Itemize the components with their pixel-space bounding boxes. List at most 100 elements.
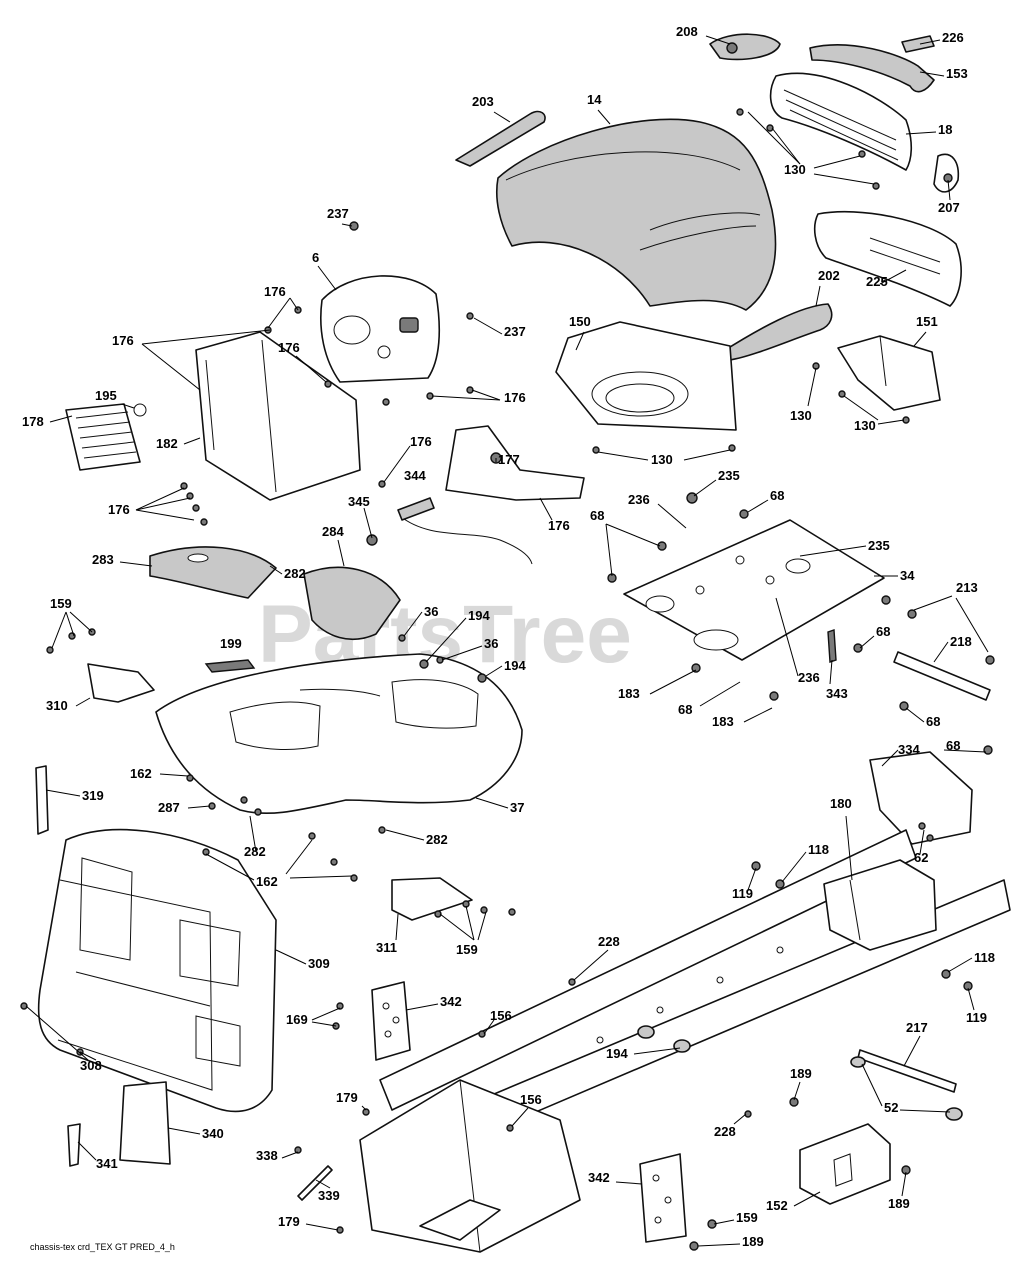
diagram-footer: chassis-tex crd_TEX GT PRED_4_h xyxy=(30,1242,175,1252)
callout-6: 6 xyxy=(312,250,319,265)
callout-118: 118 xyxy=(974,950,995,965)
callout-176: 176 xyxy=(504,390,526,405)
callout-130: 130 xyxy=(784,162,806,177)
callout-183: 183 xyxy=(618,686,640,701)
callout-194: 194 xyxy=(468,608,490,623)
callout-213: 213 xyxy=(956,580,978,595)
callout-218: 218 xyxy=(950,634,972,649)
callout-341: 341 xyxy=(96,1156,118,1171)
callout-153: 153 xyxy=(946,66,968,81)
callout-68: 68 xyxy=(590,508,604,523)
deck-plate-34-part xyxy=(623,519,885,661)
callout-119: 119 xyxy=(732,886,753,901)
callout-207: 207 xyxy=(938,200,960,215)
callout-52: 52 xyxy=(884,1100,898,1115)
bar-218-part xyxy=(893,651,991,701)
callout-130: 130 xyxy=(854,418,876,433)
cable-344-part xyxy=(399,515,533,565)
shroud-150-part xyxy=(555,321,737,431)
callout-130: 130 xyxy=(790,408,812,423)
trim-153-part xyxy=(809,44,935,93)
callout-62: 62 xyxy=(914,850,928,865)
callout-189: 189 xyxy=(742,1234,764,1249)
callout-217: 217 xyxy=(906,1020,928,1035)
bracket-311-part xyxy=(391,877,473,921)
grille-frame-309-part xyxy=(37,828,277,1113)
bracket-151-part xyxy=(837,335,941,411)
callout-334: 334 xyxy=(898,742,920,757)
grille-18-part xyxy=(769,72,913,171)
bracket-310-part xyxy=(87,663,155,703)
callout-177: 177 xyxy=(498,452,520,467)
seat-pan-284-part xyxy=(303,566,401,641)
callout-159: 159 xyxy=(456,942,478,957)
plate-342b-part xyxy=(639,1153,687,1243)
callout-36: 36 xyxy=(484,636,498,651)
callout-176: 176 xyxy=(548,518,570,533)
callout-68: 68 xyxy=(770,488,784,503)
dash-front-182-part xyxy=(195,331,361,501)
callout-228: 228 xyxy=(714,1124,736,1139)
callout-287: 287 xyxy=(158,800,180,815)
callout-183: 183 xyxy=(712,714,734,729)
callout-319: 319 xyxy=(82,788,104,803)
callout-237: 237 xyxy=(327,206,349,221)
leader-lines xyxy=(25,35,989,1247)
rod-217-part xyxy=(850,1049,963,1121)
callout-226: 226 xyxy=(942,30,964,45)
callout-68: 68 xyxy=(926,714,940,729)
headlight-lens-208-part xyxy=(709,33,781,61)
callout-179: 179 xyxy=(336,1090,358,1105)
callout-119: 119 xyxy=(966,1010,987,1025)
callout-156: 156 xyxy=(490,1008,512,1023)
clip-343-part xyxy=(827,629,837,663)
callout-199: 199 xyxy=(220,636,242,651)
vent-178-part xyxy=(65,403,141,471)
callout-343: 343 xyxy=(826,686,848,701)
callout-338: 338 xyxy=(256,1148,278,1163)
rod-339-part xyxy=(297,1165,333,1201)
callout-189: 189 xyxy=(790,1066,812,1081)
callout-176: 176 xyxy=(112,333,134,348)
callout-236: 236 xyxy=(628,492,650,507)
bracket-341-part xyxy=(67,1123,81,1167)
trim-203-part xyxy=(455,110,546,167)
callout-202: 202 xyxy=(818,268,840,283)
callout-283: 283 xyxy=(92,552,114,567)
bushing-194b-part xyxy=(673,1039,691,1053)
callout-311: 311 xyxy=(376,940,397,955)
callout-344: 344 xyxy=(404,468,426,483)
callout-345: 345 xyxy=(348,494,370,509)
bushing-194-part xyxy=(637,1025,655,1039)
callout-284: 284 xyxy=(322,524,344,539)
callout-150: 150 xyxy=(569,314,591,329)
dash-panel-6-part xyxy=(320,275,441,383)
lower-grille-225-part xyxy=(813,211,962,307)
callout-68: 68 xyxy=(876,624,890,639)
callout-118: 118 xyxy=(808,842,829,857)
callout-282: 282 xyxy=(284,566,306,581)
callout-235: 235 xyxy=(718,468,740,483)
callout-340: 340 xyxy=(202,1126,224,1141)
callout-151: 151 xyxy=(916,314,938,329)
plate-340-part xyxy=(119,1081,171,1165)
callout-236: 236 xyxy=(798,670,820,685)
callout-68: 68 xyxy=(678,702,692,717)
fender-283-part xyxy=(149,546,277,599)
callout-36: 36 xyxy=(424,604,438,619)
callout-169: 169 xyxy=(286,1012,308,1027)
callout-180: 180 xyxy=(830,796,852,811)
callout-152: 152 xyxy=(766,1198,788,1213)
plate-342-part xyxy=(371,981,411,1061)
callout-162: 162 xyxy=(130,766,152,781)
cap-195-part xyxy=(133,403,147,417)
rear-frame-part xyxy=(823,859,937,951)
callout-339: 339 xyxy=(318,1188,340,1203)
callout-194: 194 xyxy=(606,1046,628,1061)
callout-182: 182 xyxy=(156,436,178,451)
fender-37-part xyxy=(155,653,523,815)
callout-228: 228 xyxy=(598,934,620,949)
callout-156: 156 xyxy=(520,1092,542,1107)
callout-282: 282 xyxy=(426,832,448,847)
